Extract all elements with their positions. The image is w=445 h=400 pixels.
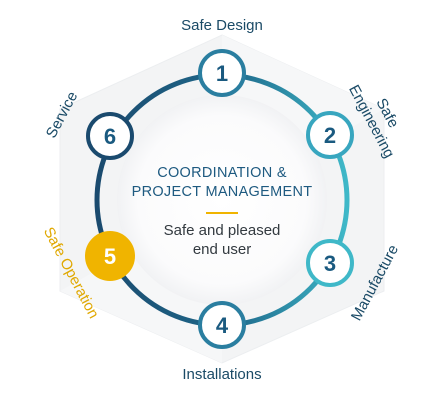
step-number: 1 (216, 61, 228, 86)
step-circle-highlighted (85, 231, 135, 281)
step-number: 5 (104, 244, 116, 269)
step-node-1: 1 (198, 49, 246, 97)
center-subtitle-line1: Safe and pleased (164, 222, 281, 239)
step-circle (198, 49, 246, 97)
step-circle (306, 239, 354, 287)
step-number: 2 (324, 123, 336, 148)
step-label-installations: Installations (182, 366, 261, 383)
center-subtitle-line2: end user (193, 241, 251, 258)
step-node-2: 2 (306, 111, 354, 159)
center-title-line1: COORDINATION & (157, 165, 287, 181)
step-number: 6 (104, 124, 116, 149)
center-title-line2: PROJECT MANAGEMENT (132, 184, 313, 200)
step-number: 3 (324, 251, 336, 276)
step-node-3: 3 (306, 239, 354, 287)
step-circle (306, 111, 354, 159)
step-number: 4 (216, 313, 229, 338)
step-label-safe-design: Safe Design (181, 17, 263, 34)
step-circle (198, 301, 246, 349)
step-node-5: 5 (85, 231, 135, 281)
step-node-6: 6 (86, 112, 134, 160)
inner-disc (117, 95, 327, 305)
step-node-4: 4 (198, 301, 246, 349)
step-circle (86, 112, 134, 160)
